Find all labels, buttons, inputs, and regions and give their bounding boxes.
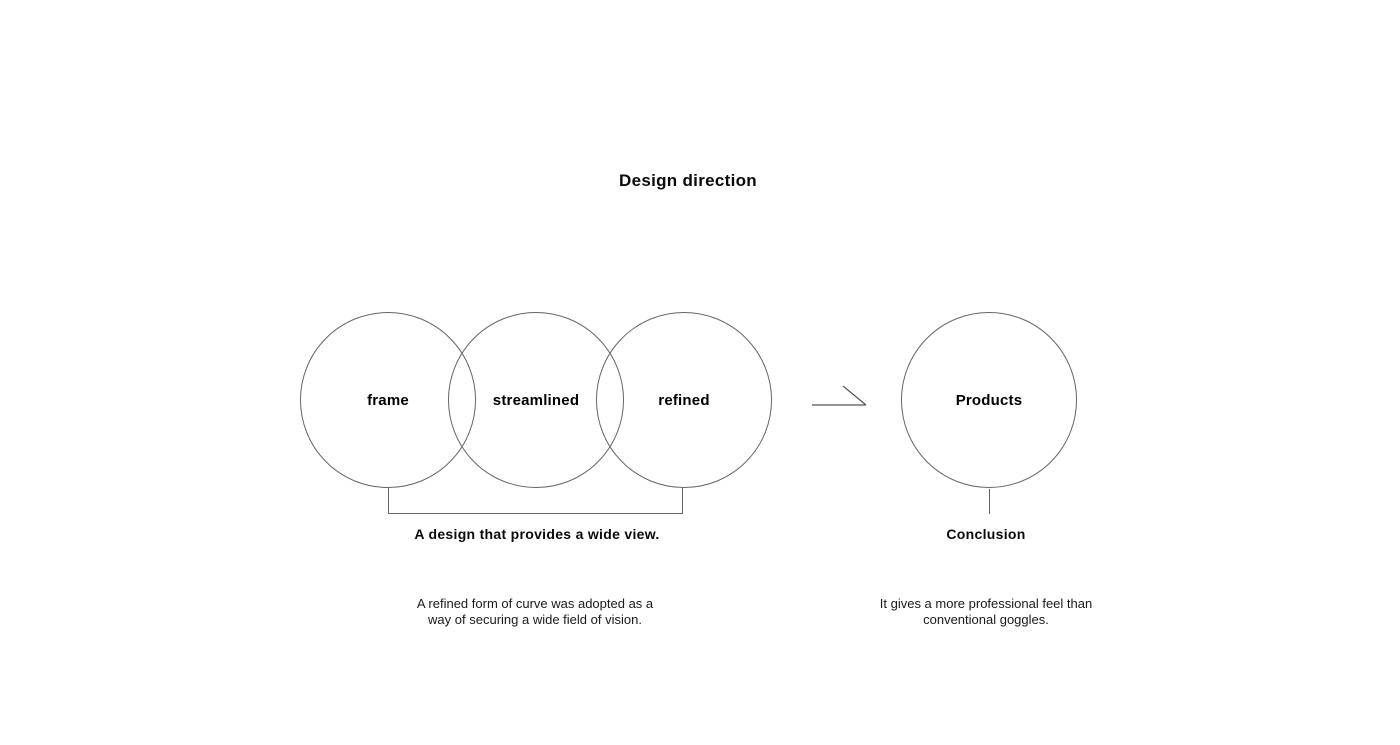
result-circle-products: Products (901, 312, 1077, 488)
venn-circle-streamlined-label: streamlined (492, 391, 580, 409)
venn-circle-frame-label: frame (367, 391, 409, 409)
venn-caption: A design that provides a wide view. (414, 526, 660, 542)
venn-description-line2: way of securing a wide field of vision. (428, 612, 642, 627)
right-arrow-icon (812, 385, 867, 406)
page-title: Design direction (619, 171, 757, 190)
result-circle-products-label: Products (955, 391, 1023, 409)
venn-description: A refined form of curve was adopted as a… (385, 596, 685, 628)
result-description-line2: conventional goggles. (923, 612, 1049, 627)
result-description-line1: It gives a more professional feel than (879, 596, 1093, 611)
venn-circle-refined-label: refined (658, 391, 710, 409)
venn-description-line1: A refined form of curve was adopted as a (416, 596, 654, 611)
venn-circle-refined: refined (596, 312, 772, 488)
result-caption: Conclusion (946, 526, 1026, 542)
result-description: It gives a more professional feel than c… (836, 596, 1136, 628)
result-connector-line (989, 489, 990, 514)
venn-group-bracket (388, 488, 683, 514)
